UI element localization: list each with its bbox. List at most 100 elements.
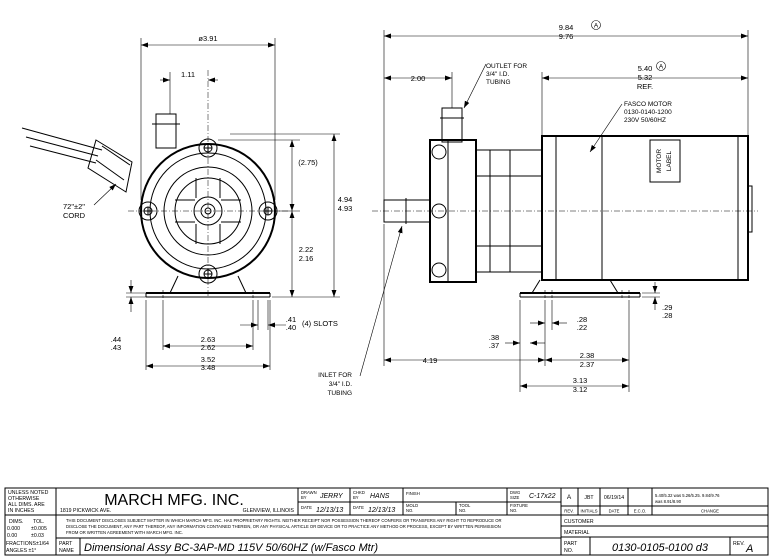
tol-row1-tol: ±0.005 xyxy=(31,526,47,532)
company-city: GLENVIEW, ILLINOIS xyxy=(243,508,295,514)
outlet-note-line2: 3/4" I.D. xyxy=(486,71,509,78)
rev-marker-2-text: A xyxy=(659,64,664,71)
dim-foot-gap-max: .29 xyxy=(662,303,672,312)
inlet-note-line3: TUBING xyxy=(327,390,352,397)
dwg-size-label-1: DWG xyxy=(510,490,520,495)
part-name-label-2: NAME xyxy=(59,548,75,554)
rev-hdr-eco: E.C.O. xyxy=(634,509,647,514)
dim-total-height-max: 4.94 xyxy=(338,195,353,204)
side-view-dimensions xyxy=(359,30,749,392)
part-no-label-1: PART xyxy=(564,541,578,547)
material-label: MATERIAL xyxy=(564,530,590,536)
part-no-label-2: NO. xyxy=(564,548,573,554)
tol-row1-dim: 0.000 xyxy=(7,526,20,532)
tolerance-line4: IN INCHES xyxy=(8,508,35,514)
mounting-base xyxy=(145,275,271,300)
rev-marker-1-text: A xyxy=(594,23,599,30)
dim-upper-height: (2.75) xyxy=(298,158,318,167)
chkd-date-value: 12/13/13 xyxy=(368,507,395,514)
dim-mount-b-max: 3.13 xyxy=(573,376,588,385)
dim-overall-length-min: 9.76 xyxy=(559,32,574,41)
chkd-by-label-1: CHKD xyxy=(353,490,365,495)
tolerance-line2: OTHERWISE xyxy=(8,496,40,502)
dim-slot-spacing-min: 2.62 xyxy=(201,343,216,352)
tol-row2-dim: 0.00 xyxy=(7,533,17,539)
chkd-date-label: DATE xyxy=(353,505,364,510)
dim-shaft-offset: 1.11 xyxy=(181,70,195,79)
dim-base-width-min: 3.48 xyxy=(201,363,216,372)
drawn-date-value: 12/13/13 xyxy=(316,507,343,514)
tolerance-line1: UNLESS NOTED xyxy=(8,490,49,496)
outlet-nozzle xyxy=(155,113,177,149)
cord-label-line2: CORD xyxy=(63,211,86,220)
side-inlet xyxy=(383,199,431,223)
rev-row-initials: JBT xyxy=(584,495,594,501)
dim-motor-ref: REF. xyxy=(637,82,653,91)
proprietary-line1: THIS DOCUMENT DISCLOSES SUBJECT MATTER I… xyxy=(66,518,501,523)
dim-outlet-offset: 2.00 xyxy=(411,74,426,83)
chkd-by-label-2: BY xyxy=(353,495,359,500)
rev-hdr-rev: REV. xyxy=(564,509,573,514)
dim-foot-height-min: .43 xyxy=(111,343,121,352)
dim-motor-length-max: 5.40 xyxy=(638,64,653,73)
side-view xyxy=(372,107,758,300)
drawn-by-label-2: BY xyxy=(301,495,307,500)
drawn-by-label-1: DRAWN xyxy=(301,490,317,495)
slots-note: (4) SLOTS xyxy=(302,319,338,328)
proprietary-line3: FROM OR WRITTEN AGREEMENT WITH MARCH MFG… xyxy=(66,530,183,535)
rev-marker-2 xyxy=(656,61,666,71)
dim-motor-length-min: 5.32 xyxy=(638,73,653,82)
dim-foot-height-max: .44 xyxy=(111,335,121,344)
pump-head xyxy=(429,139,477,283)
revision-block xyxy=(560,487,769,556)
mold-label-1: MOLD xyxy=(406,503,418,508)
dim-slot-width-min: .40 xyxy=(286,323,296,332)
dim-inlet-offset: 4.19 xyxy=(423,356,438,365)
dim-overall-width: ø3.91 xyxy=(198,34,217,43)
rev-label: REV. xyxy=(733,541,745,547)
motor-note-line2: 0130-0140-1200 xyxy=(624,109,672,116)
drawn-by-value: JERRY xyxy=(319,493,344,500)
dwg-size-value: C-17x22 xyxy=(529,493,556,500)
front-view-dimensions xyxy=(93,38,340,370)
motor-note-line1: FASCO MOTOR xyxy=(624,101,672,108)
tool-label-2: NO. xyxy=(459,508,466,513)
fixture-label-1: FIXTURE xyxy=(510,503,528,508)
rev-hdr-change: CHANGE xyxy=(701,509,719,514)
power-cord xyxy=(21,127,133,193)
dim-mount-a-min: 2.37 xyxy=(580,360,595,369)
dim-slot-b-max: .38 xyxy=(489,333,499,342)
dim-total-height-min: 4.93 xyxy=(338,204,353,213)
rev-value: A xyxy=(745,543,753,555)
tol-dims-label: DIMS. xyxy=(9,519,23,525)
part-name-label-1: PART xyxy=(59,541,73,547)
tol-fractions: FRACTIONS±1/64 xyxy=(6,541,49,547)
inlet-note-line1: INLET FOR xyxy=(318,372,352,379)
dim-mount-b-min: 3.12 xyxy=(573,385,588,394)
dim-slot-b-min: .37 xyxy=(489,341,499,350)
company-street: 1819 PICKWICK AVE. xyxy=(60,508,111,514)
mold-label-2: NO. xyxy=(406,508,413,513)
dim-slot-spacing-max: 2.63 xyxy=(201,335,216,344)
dim-lower-height-min: 2.16 xyxy=(299,254,314,263)
motor-body xyxy=(541,135,749,281)
dim-foot-gap-min: .28 xyxy=(662,311,672,320)
side-outlet-nozzle xyxy=(441,107,463,143)
tol-row2-tol: ±0.03 xyxy=(31,533,44,539)
finish-label: FINISH xyxy=(406,491,420,496)
rev-marker-1 xyxy=(591,20,601,30)
company-name: MARCH MFG. INC. xyxy=(104,492,244,509)
side-mounting-base xyxy=(519,279,641,300)
rev-row-rev: A xyxy=(567,494,572,501)
rev-row-change-line2: was 8.91/8.90 xyxy=(655,499,682,504)
customer-label: CUSTOMER xyxy=(564,519,594,525)
part-name-value: Dimensional Assy BC-3AP-MD 115V 50/60HZ … xyxy=(84,542,378,554)
motor-label-line1: MOTOR xyxy=(656,149,663,173)
dim-slot-a-min: .22 xyxy=(577,323,587,332)
motor-label-line2: LABEL xyxy=(666,151,673,172)
rev-hdr-initials: INITIALS xyxy=(581,509,598,514)
rev-hdr-date: DATE xyxy=(609,509,620,514)
dim-slot-a-max: .28 xyxy=(577,315,587,324)
motor-label-box xyxy=(649,139,681,183)
tool-label-1: TOOL xyxy=(459,503,471,508)
